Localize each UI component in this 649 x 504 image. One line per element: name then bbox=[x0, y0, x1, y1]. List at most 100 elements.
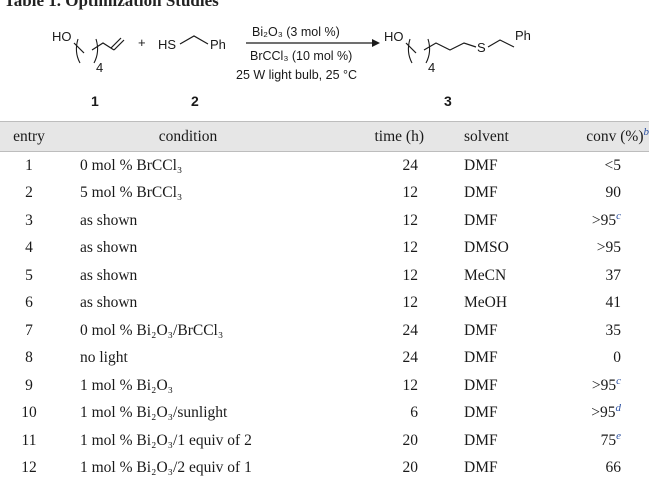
cell-condition: no light bbox=[58, 345, 318, 373]
cell-time: 6 bbox=[318, 400, 424, 428]
table-row: 7 0 mol % Bi₂O₃/BrCCl₃ 24 DMF 35 bbox=[0, 317, 649, 345]
header-conversion-label: conv (%) bbox=[586, 127, 644, 145]
cell-condition-value: 1 mol % Bi₂O₃ bbox=[80, 376, 174, 394]
product-ph-label: Ph bbox=[515, 28, 531, 43]
cell-conversion-value: >95 bbox=[596, 239, 621, 257]
product-ho-label: HO bbox=[384, 29, 404, 44]
cell-conversion-footnote: e bbox=[616, 429, 621, 442]
reactant-1-number: 1 bbox=[91, 93, 99, 109]
cell-condition-value: as shown bbox=[80, 211, 138, 229]
cell-solvent: DMF bbox=[424, 372, 566, 400]
cell-conversion: >95c bbox=[566, 207, 649, 235]
cell-conversion: >95 bbox=[566, 235, 649, 263]
cell-solvent-value: MeCN bbox=[464, 266, 507, 284]
cell-condition-value: 0 mol % BrCCl₃ bbox=[80, 156, 183, 174]
cell-conversion-value: 35 bbox=[605, 321, 622, 339]
cell-solvent: DMF bbox=[424, 427, 566, 455]
cell-conversion-value: 66 bbox=[605, 459, 622, 477]
cell-time: 12 bbox=[318, 290, 424, 318]
cell-condition-value: 5 mol % BrCCl₃ bbox=[80, 184, 183, 202]
product-number: 3 bbox=[444, 93, 452, 109]
cell-entry-value: 6 bbox=[25, 294, 33, 312]
cell-conversion-value: 0 bbox=[613, 349, 621, 367]
header-entry: entry bbox=[0, 121, 58, 152]
cell-time-value: 6 bbox=[410, 404, 418, 422]
cell-solvent-value: DMF bbox=[464, 404, 498, 422]
cell-time-value: 20 bbox=[402, 459, 419, 477]
cell-solvent: DMF bbox=[424, 317, 566, 345]
cell-conversion: 41 bbox=[566, 290, 649, 318]
cell-conversion-footnote: d bbox=[615, 402, 622, 415]
header-solvent: solvent bbox=[424, 121, 566, 152]
cell-time: 12 bbox=[318, 372, 424, 400]
cell-conversion-value: >95 bbox=[591, 376, 617, 394]
cell-time-value: 24 bbox=[402, 321, 419, 339]
cell-time: 24 bbox=[318, 317, 424, 345]
cell-conversion: 0 bbox=[566, 345, 649, 373]
cell-time-value: 12 bbox=[402, 376, 419, 394]
cell-condition: as shown bbox=[58, 235, 318, 263]
cell-entry: 10 bbox=[0, 400, 58, 428]
cell-time: 24 bbox=[318, 345, 424, 373]
cell-solvent-value: DMF bbox=[464, 184, 498, 202]
cell-time: 12 bbox=[318, 207, 424, 235]
cell-solvent: DMSO bbox=[424, 235, 566, 263]
cell-conversion: >95d bbox=[566, 400, 649, 428]
cell-condition: 1 mol % Bi₂O₃ bbox=[58, 372, 318, 400]
cell-entry: 1 bbox=[0, 152, 58, 180]
product-s-label: S bbox=[477, 40, 486, 55]
cell-conversion-value: 37 bbox=[605, 266, 622, 284]
cell-condition-value: 1 mol % Bi₂O₃/2 equiv of 1 bbox=[80, 459, 252, 477]
cell-entry: 2 bbox=[0, 180, 58, 208]
cell-condition-value: 1 mol % Bi₂O₃/1 equiv of 2 bbox=[80, 431, 252, 449]
cell-entry: 7 bbox=[0, 317, 58, 345]
table-caption: Table 1. Optimization Studies bbox=[4, 0, 219, 10]
table-row: 1 0 mol % BrCCl₃ 24 DMF <5 bbox=[0, 152, 649, 180]
cell-conversion-value: 41 bbox=[605, 294, 622, 312]
plus-sign: + bbox=[138, 35, 146, 50]
cell-solvent-value: DMF bbox=[464, 376, 498, 394]
header-time: time (h) bbox=[318, 121, 424, 152]
reactant-1-structure: HO 4 bbox=[52, 29, 125, 75]
cell-condition: as shown bbox=[58, 262, 318, 290]
cell-conversion: >95c bbox=[566, 372, 649, 400]
cell-entry-value: 3 bbox=[25, 211, 33, 229]
cell-time-value: 12 bbox=[402, 211, 419, 229]
cell-conversion-value: 75 bbox=[600, 431, 617, 449]
cell-conversion: 66 bbox=[566, 455, 649, 483]
cell-time: 12 bbox=[318, 235, 424, 263]
cell-time: 12 bbox=[318, 262, 424, 290]
cell-entry-value: 10 bbox=[21, 404, 37, 422]
cell-condition-value: 0 mol % Bi₂O₃/BrCCl₃ bbox=[80, 321, 224, 339]
table-row: 12 1 mol % Bi₂O₃/2 equiv of 1 20 DMF 66 bbox=[0, 455, 649, 483]
cell-condition-value: no light bbox=[80, 349, 128, 367]
cell-entry-value: 5 bbox=[25, 266, 33, 284]
cell-condition: 5 mol % BrCCl₃ bbox=[58, 180, 318, 208]
reactant-1-repeat-n: 4 bbox=[96, 60, 103, 75]
cell-conversion-value: 90 bbox=[605, 184, 622, 202]
cell-solvent: DMF bbox=[424, 400, 566, 428]
cell-solvent-value: DMF bbox=[464, 349, 498, 367]
header-condition: condition bbox=[58, 121, 318, 152]
cell-solvent: DMF bbox=[424, 180, 566, 208]
reagent-above-arrow: Bi₂O₃ (3 mol %) bbox=[252, 25, 340, 39]
header-conversion: conv (%)b bbox=[566, 121, 649, 152]
cell-conversion: 35 bbox=[566, 317, 649, 345]
table-row: 2 5 mol % BrCCl₃ 12 DMF 90 bbox=[0, 180, 649, 208]
cell-solvent: MeCN bbox=[424, 262, 566, 290]
cell-time-value: 24 bbox=[402, 349, 419, 367]
cell-time: 24 bbox=[318, 152, 424, 180]
cell-conversion: 90 bbox=[566, 180, 649, 208]
cell-conversion-value: <5 bbox=[604, 156, 622, 174]
cell-solvent-value: DMF bbox=[464, 459, 498, 477]
cell-time-value: 20 bbox=[402, 431, 419, 449]
cell-time: 12 bbox=[318, 180, 424, 208]
cell-solvent-value: DMF bbox=[464, 156, 498, 174]
cell-entry-value: 8 bbox=[25, 349, 33, 367]
cell-entry: 12 bbox=[0, 455, 58, 483]
cell-conversion: <5 bbox=[566, 152, 649, 180]
